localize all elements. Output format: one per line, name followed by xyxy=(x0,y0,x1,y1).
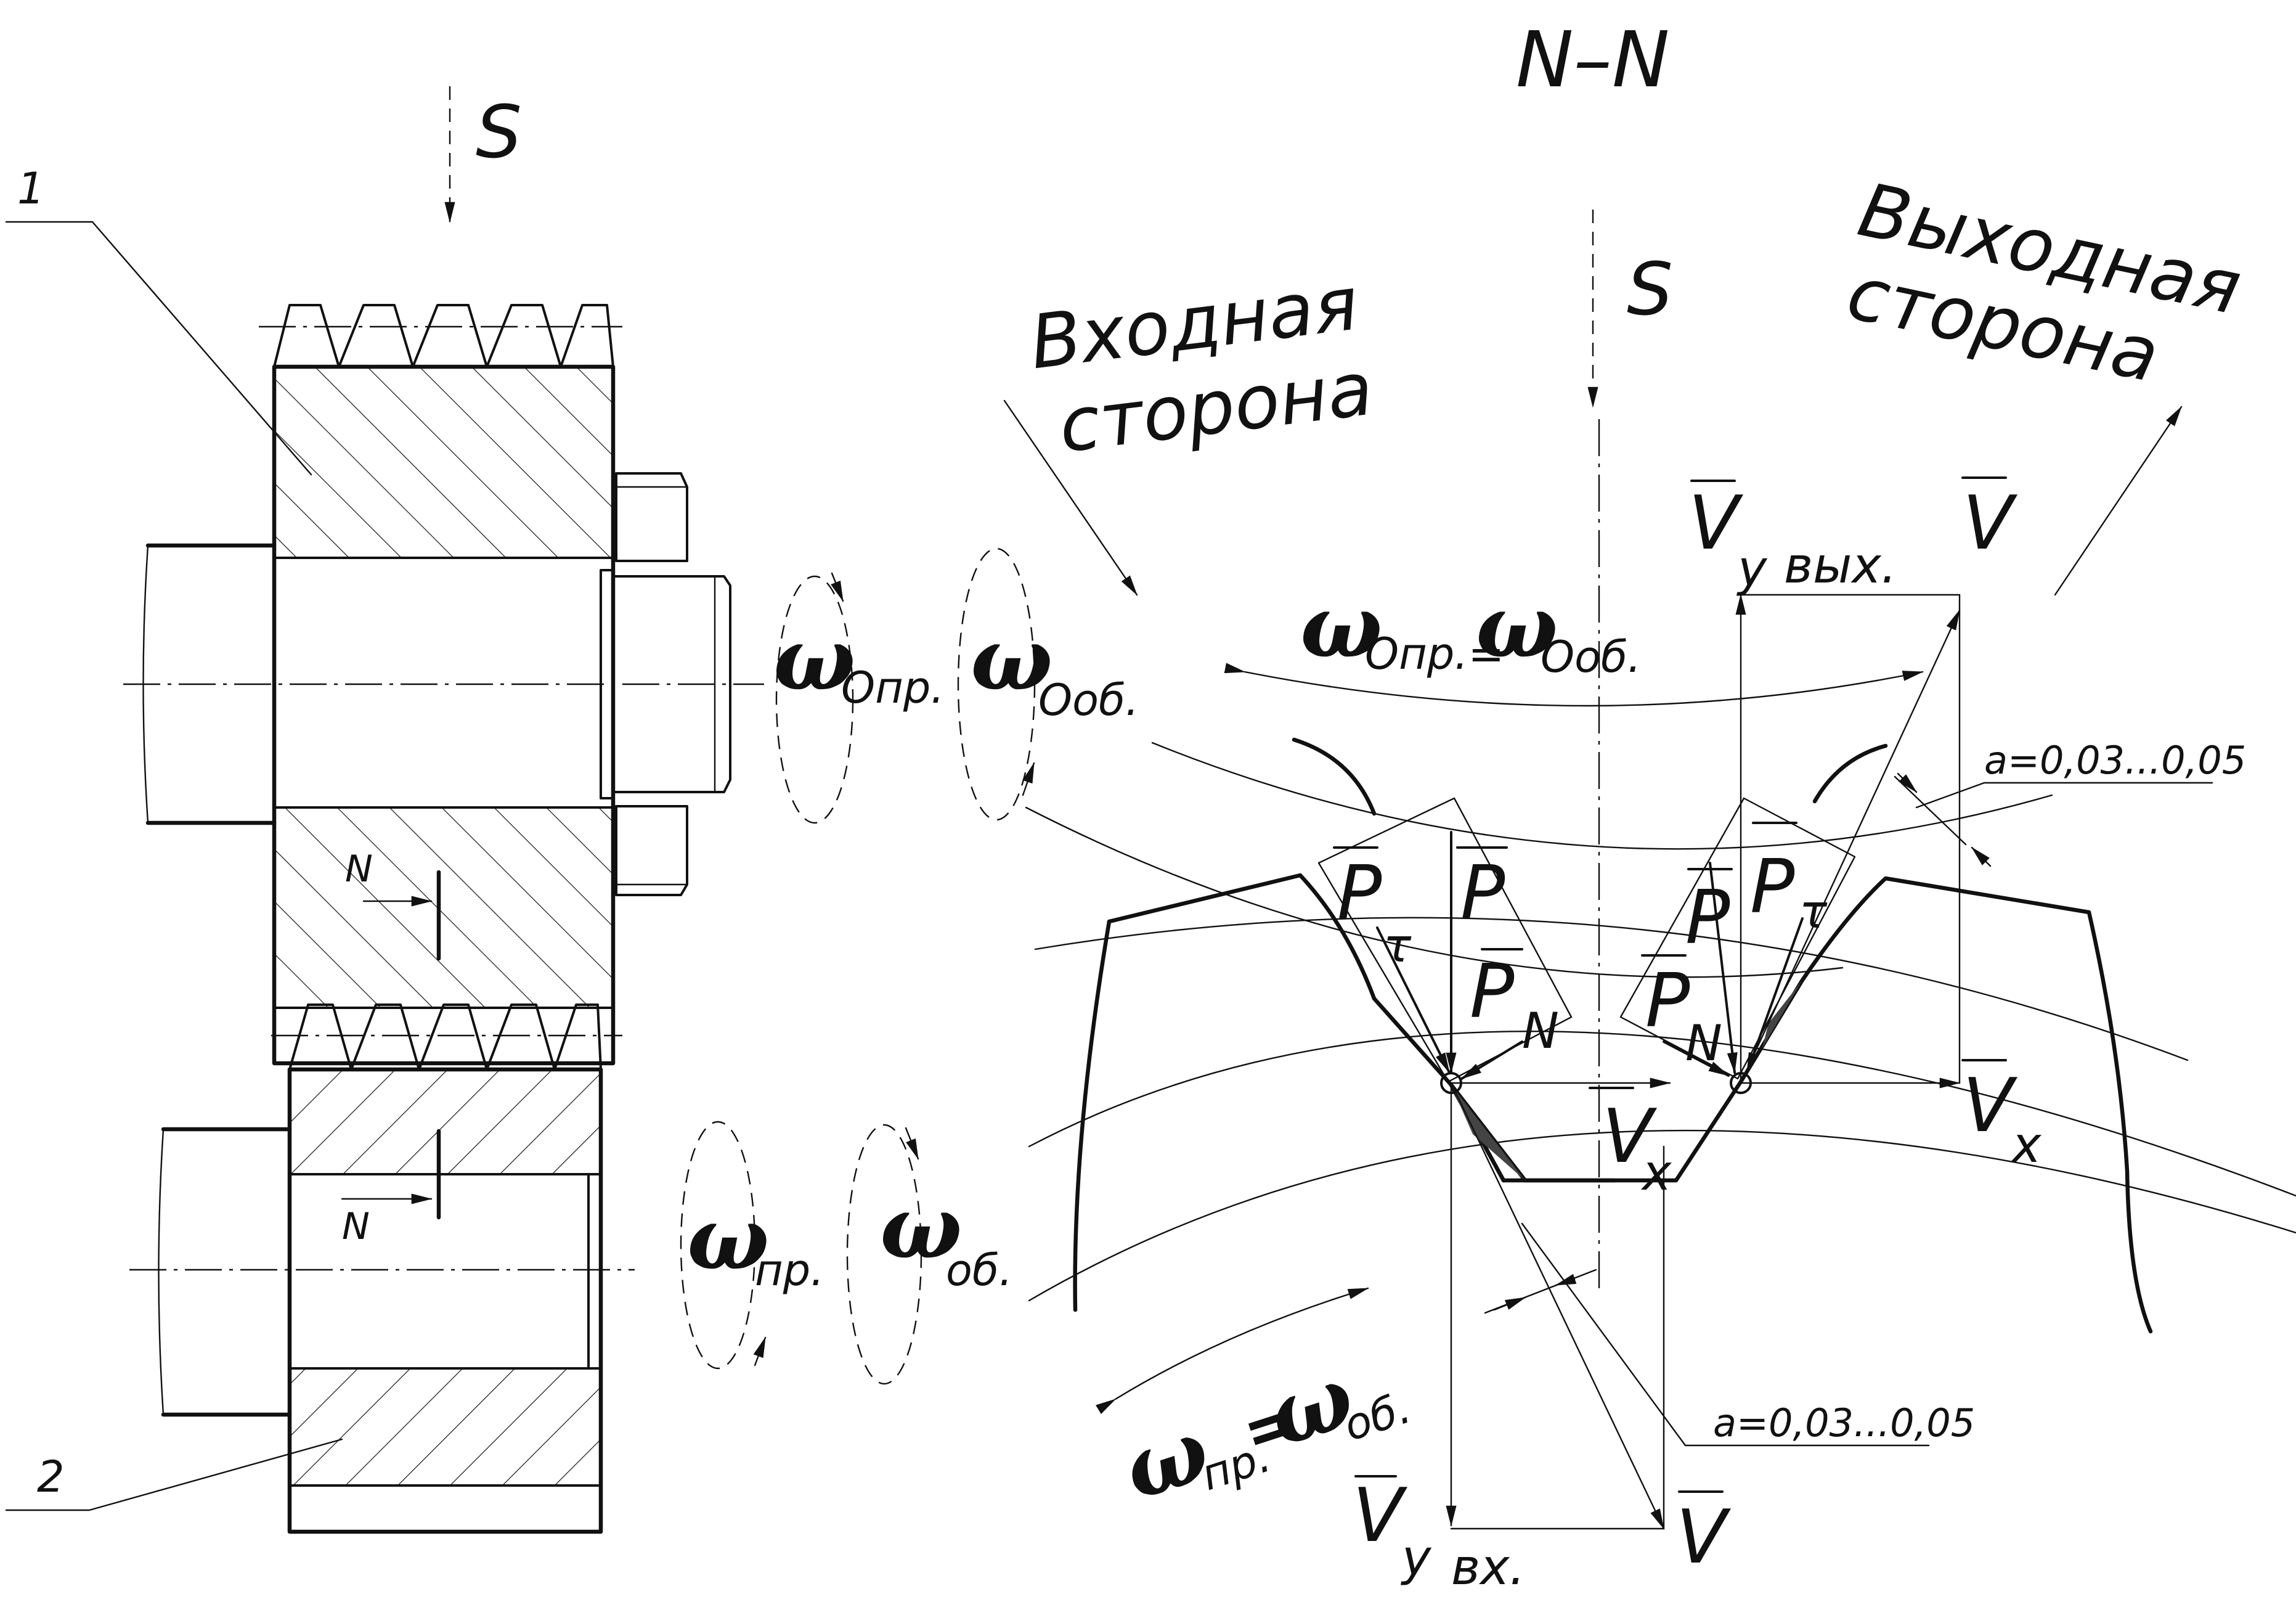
vector-P-exit: P xyxy=(1685,875,1730,961)
svg-text:Ооб.: Ооб. xyxy=(1541,632,1641,682)
svg-text:вх.: вх. xyxy=(1451,1539,1525,1596)
feed-label-section: S xyxy=(1627,247,1673,332)
nut xyxy=(615,472,688,562)
lower-workpiece-gear: N 2 xyxy=(5,1003,635,1534)
part-number-1: 1 xyxy=(17,163,45,214)
omega-upper-equality: ω xyxy=(1300,576,1382,677)
entry-force-vectors: P τ P P N V y вх. V V x xyxy=(1317,797,1732,1596)
exit-force-vectors: P τ P P N V y вых. V V x xyxy=(1619,476,2042,1174)
part-number-2: 2 xyxy=(37,1452,65,1502)
gap-dimension-lower: a=0,03...0,05 xyxy=(1484,1222,1975,1447)
svg-text:y: y xyxy=(1401,1529,1432,1587)
omega-upper-tool-rot: ω xyxy=(773,609,855,710)
feed-label-top: S xyxy=(476,89,522,174)
svg-text:τ: τ xyxy=(1799,885,1828,939)
vector-Vx-exit: V xyxy=(1963,1063,2018,1149)
omega-lower-tool-rot: ω xyxy=(687,1188,769,1289)
vector-P-tau-entry: P xyxy=(1337,851,1382,936)
svg-text:x: x xyxy=(2010,1116,2042,1174)
vector-Vx-entry: V xyxy=(1602,1094,1658,1180)
svg-text:y: y xyxy=(1736,540,1768,597)
section-n-n: N–N S Входная сторона Выходная сторона ω… xyxy=(1003,15,2296,1596)
svg-text:Опр.: Опр. xyxy=(841,663,945,713)
tooth-profile xyxy=(1073,737,2153,1334)
svg-text:Ооб.: Ооб. xyxy=(1038,675,1139,725)
svg-text:ω: ω xyxy=(1476,576,1558,677)
svg-text:Опр.=: Опр.= xyxy=(1365,629,1504,679)
gap-label-lower: a=0,03...0,05 xyxy=(1713,1400,1975,1445)
svg-text:τ: τ xyxy=(1383,918,1412,973)
section-mark-upper: N xyxy=(345,848,373,891)
omega-lower-tool-rev: ω xyxy=(880,1177,962,1278)
vector-P-tau-exit: P xyxy=(1750,844,1795,930)
svg-text:вых.: вых. xyxy=(1784,537,1897,594)
svg-text:N: N xyxy=(1522,1002,1559,1060)
svg-text:x: x xyxy=(1640,1144,1672,1201)
vector-PN-entry: P xyxy=(1470,949,1515,1035)
vector-Vy-exit: V xyxy=(1688,481,1744,566)
rotation-symbols: ω Опр. ω Ооб. ω пр. ω об. xyxy=(680,547,1139,1385)
svg-text:об.: об. xyxy=(1338,1383,1417,1451)
vector-V-entry: V xyxy=(1676,1495,1732,1580)
vector-Vy-entry: V xyxy=(1353,1473,1408,1559)
svg-text:пр.: пр. xyxy=(755,1245,824,1296)
section-title: N–N xyxy=(1516,15,1670,105)
vector-V-exit: V xyxy=(1963,481,2018,566)
svg-text:N: N xyxy=(1685,1015,1722,1072)
upper-roller-tool: N 1 xyxy=(5,163,764,1066)
omega-upper-tool-rev: ω xyxy=(971,609,1052,710)
gap-label-upper: a=0,03...0,05 xyxy=(1984,738,2246,783)
left-assembly: S N xyxy=(5,86,1139,1534)
vector-P-entry: P xyxy=(1460,851,1505,936)
gap-dimension-upper: a=0,03...0,05 xyxy=(1894,738,2246,867)
section-mark-lower: N xyxy=(342,1205,370,1248)
vector-PN-exit: P xyxy=(1645,958,1690,1044)
svg-text:об.: об. xyxy=(946,1245,1012,1296)
